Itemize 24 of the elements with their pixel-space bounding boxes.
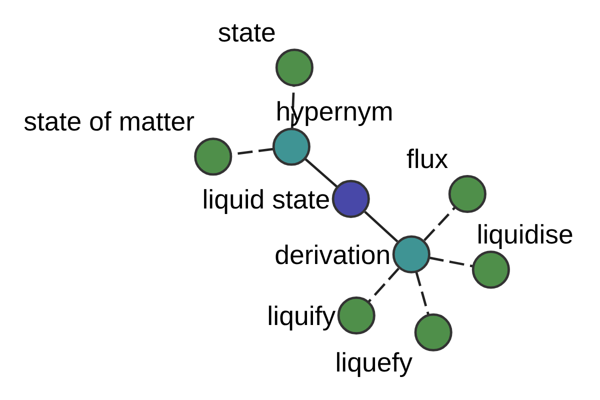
node-label: liquidise bbox=[476, 220, 574, 250]
node-circle bbox=[337, 296, 376, 335]
connector bbox=[415, 271, 430, 316]
node-circle bbox=[448, 175, 486, 214]
connector bbox=[424, 206, 456, 242]
connector bbox=[364, 210, 398, 242]
node-label: liquify bbox=[267, 301, 336, 332]
node-label: hypernym bbox=[276, 96, 394, 127]
connector bbox=[367, 268, 400, 304]
node-circle bbox=[275, 48, 314, 87]
node-circle bbox=[392, 235, 430, 274]
node-label: state bbox=[218, 17, 276, 48]
node-label: state of matter bbox=[24, 106, 195, 136]
node-label: liquefy bbox=[335, 348, 413, 378]
node-circle bbox=[194, 138, 232, 176]
node-circle bbox=[272, 128, 310, 166]
node-label: flux bbox=[406, 144, 448, 174]
node-circle bbox=[332, 180, 370, 218]
node-label: derivation bbox=[274, 240, 391, 270]
connector bbox=[304, 158, 338, 188]
node-circle bbox=[414, 313, 452, 352]
node-label: liquid state bbox=[202, 184, 330, 214]
connector bbox=[428, 256, 474, 268]
node-circle bbox=[472, 250, 510, 289]
